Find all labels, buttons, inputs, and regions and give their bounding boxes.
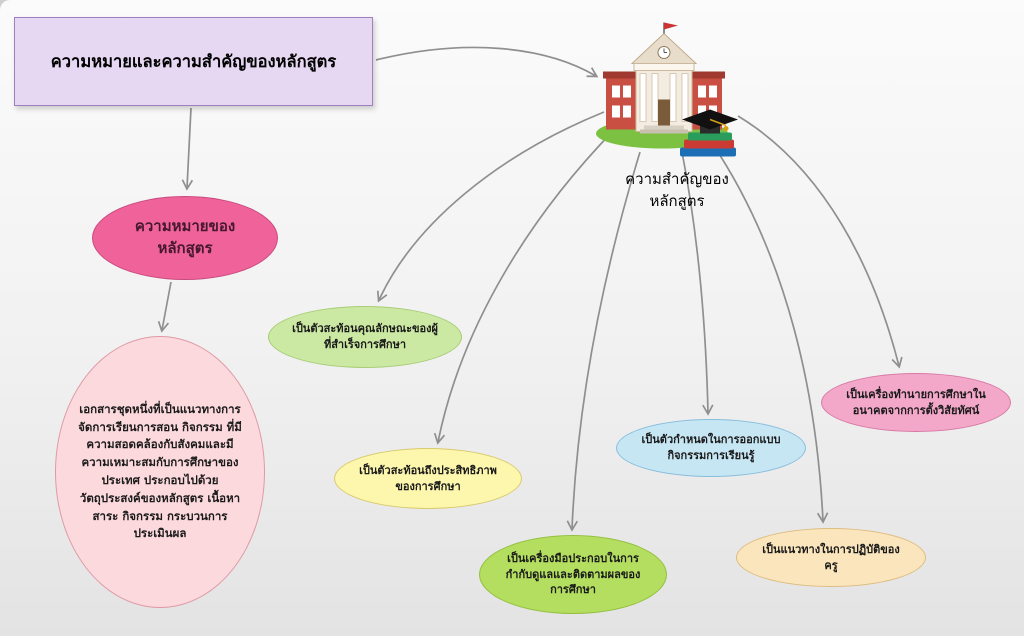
arrow-title-to-meaning [181,107,194,191]
title-text: ความหมายและความสำคัญของหลักสูตร [50,51,337,71]
center-node-label: ความสำคัญของหลักสูตร [625,170,729,210]
meaning-detail-node: เอกสารชุดหนึ่งที่เป็นแนวทางการจัดการเรีย… [55,336,265,608]
bubble-teacher-practice-guideline: เป็นแนวทางในการปฏิบัติของครู [736,528,926,587]
title-box: ความหมายและความสำคัญของหลักสูตร [14,17,373,106]
arrow-center-to-efficiency [433,129,615,445]
arrow-center-to-future-vision [737,115,903,369]
meaning-node: ความหมายของหลักสูตร [92,196,278,280]
arrow-meaning-to-detail [157,281,172,333]
bubble-learning-activity-design: เป็นตัวกำหนดในการออกแบบกิจกรรมการเรียนรู… [616,419,806,477]
bubble-monitoring-tool: เป็นเครื่องมือประกอบในการกำกับดูแลและติด… [479,535,667,614]
bubble-future-vision-prediction: เป็นเครื่องทำนายการศึกษาในอนาคตจากการตั้… [821,373,1011,432]
bubble-education-efficiency: เป็นตัวสะท้อนถึงประสิทธิภาพของการศึกษา [334,448,522,509]
arrow-title-to-center [375,46,599,78]
school-building-icon [592,20,748,168]
bubble-graduate-qualities: เป็นตัวสะท้อนคุณลักษณะของผู้ที่สำเร็จการ… [268,306,462,368]
arrow-center-to-graduate-qualities [376,111,605,303]
